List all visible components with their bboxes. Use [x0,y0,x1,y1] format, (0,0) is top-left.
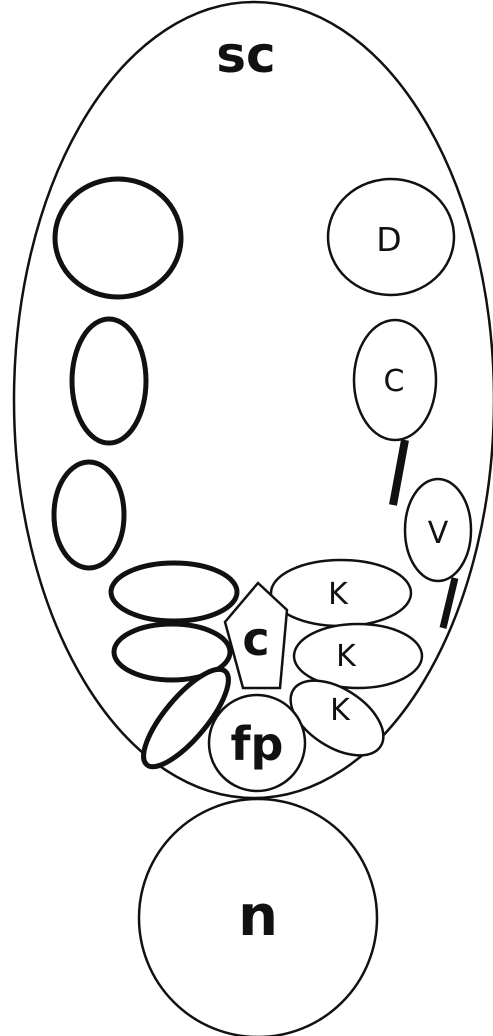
cell-K-middle [294,624,422,688]
cell-V-label: V [428,516,449,551]
nucleus-label: n [238,884,278,949]
left-cell-1 [55,179,181,297]
cell-D-label: D [376,220,401,259]
cell-K-middle-label: K [336,639,357,674]
left-cell-2 [72,319,146,443]
left-cell-3 [54,462,124,568]
fp-label: fp [231,717,284,771]
cell-K-bottom-label: K [330,693,351,728]
central-pentagon-label: c [242,612,269,666]
cell-C-upper-label: C [384,364,405,399]
sc-label: sc [216,26,275,84]
left-cluster-cell-1 [111,563,237,621]
cell-K-top-label: K [328,577,349,612]
